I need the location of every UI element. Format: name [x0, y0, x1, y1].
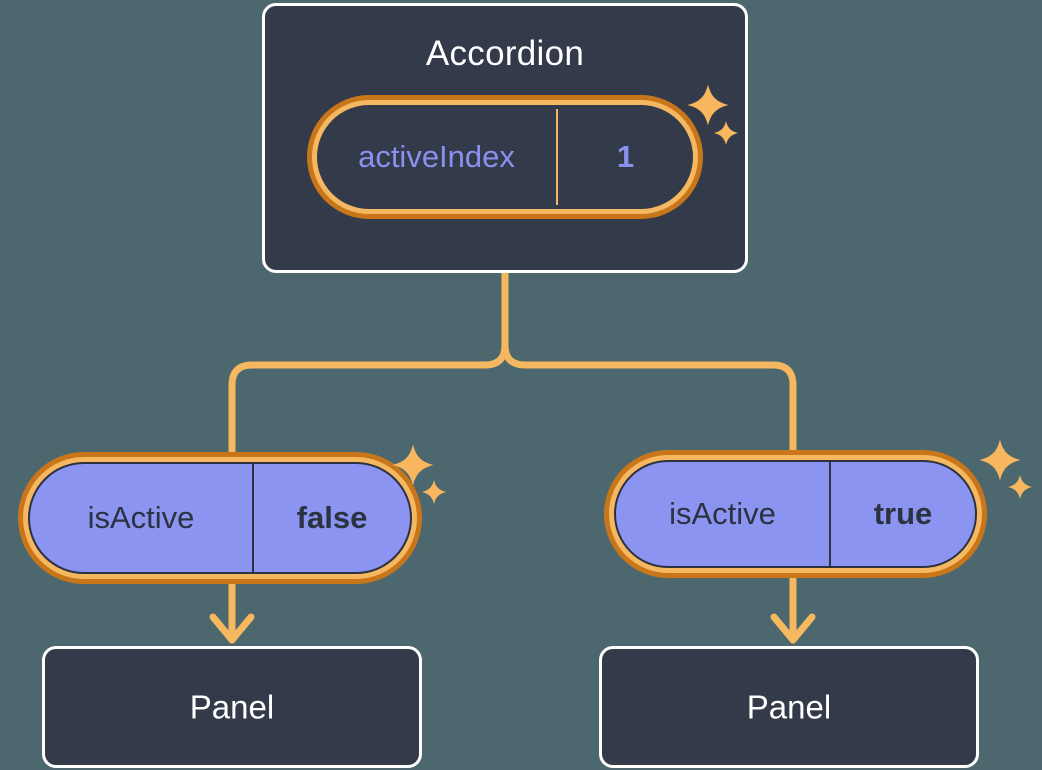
pill-ring-inner: activeIndex 1 [312, 100, 698, 214]
state-value-label: true [873, 496, 933, 531]
panel-node-right[interactable]: Panel [599, 646, 979, 768]
panel-node-left[interactable]: Panel [42, 646, 422, 768]
sparkle-icon-right-large [979, 439, 1021, 481]
pill-divider [829, 462, 831, 566]
pill-divider [252, 464, 254, 572]
state-key-label: isActive [87, 500, 195, 535]
state-key-label: isActive [669, 496, 776, 531]
pill-body: isActive false [28, 462, 412, 574]
pill-ring-inner: isActive false [23, 457, 417, 579]
sparkle-icon-left-small [422, 480, 446, 504]
state-key-label: activeIndex [358, 139, 515, 174]
sparkle-icon-right-small [1008, 475, 1032, 499]
state-value-label: false [296, 500, 368, 535]
pill-body: isActive true [614, 460, 977, 568]
state-pill-is-active-left[interactable]: isActive false [18, 452, 422, 584]
state-pill-is-active-right[interactable]: isActive true [604, 450, 987, 578]
pill-body: activeIndex 1 [317, 105, 693, 209]
state-value-label: 1 [616, 139, 635, 174]
panel-label: Panel [746, 688, 832, 726]
connector-trunk-split [228, 269, 509, 474]
pill-ring-inner: isActive true [609, 455, 982, 573]
accordion-title: Accordion [425, 34, 585, 73]
pill-divider [556, 109, 558, 205]
state-pill-active-index[interactable]: activeIndex 1 [307, 95, 703, 219]
panel-label: Panel [189, 688, 275, 726]
arrow-left-pill-to-panel [209, 576, 255, 644]
arrow-right-pill-to-panel [770, 574, 816, 644]
connector-trunk-split-right [501, 269, 797, 474]
